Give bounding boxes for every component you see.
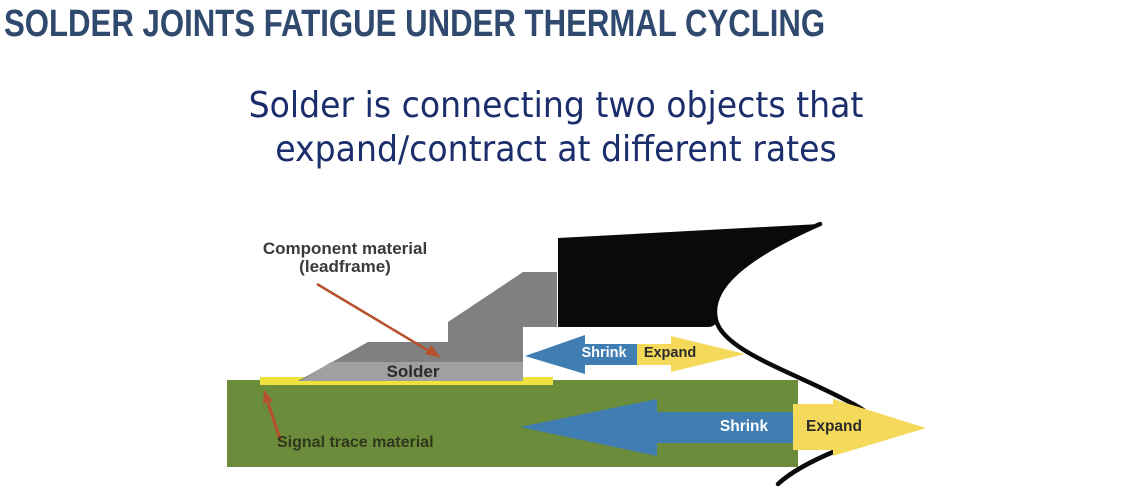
page-title: SOLDER JOINTS FATIGUE UNDER THERMAL CYCL… [4,3,826,45]
lower-expand-label: Expand [806,418,862,435]
component-material-label: Component material (leadframe) [263,240,427,276]
upper-shrink-label: Shrink [581,345,627,361]
lower-expand-arrow-icon [793,399,926,456]
component-material-line-1: Component material [262,239,428,258]
subtitle-line-2: expand/contract at different rates [275,129,837,170]
lower-shrink-label: Shrink [719,418,769,435]
component-body-shape [558,224,820,327]
upper-shrink-arrow-icon [525,335,637,374]
component-material-line-2: (leadframe) [299,257,391,276]
subtitle-line-1: Solder is connecting two objects that [248,85,864,126]
component-callout-arrowhead-icon [425,345,441,358]
signal-trace-callout-arrow [266,402,283,443]
upper-expand-arrow-icon [637,336,745,372]
leadframe-shape [298,272,557,381]
component-callout-arrow [316,282,430,353]
lower-shrink-arrow-icon [520,399,793,456]
s-curve-line [712,221,875,487]
solder-label: Solder [386,362,440,381]
signal-trace-label: Signal trace material [277,434,434,451]
slide-subtitle: Solder is connecting two objects that ex… [249,84,864,172]
signal-trace-callout-arrowhead-icon [263,390,273,404]
upper-expand-label: Expand [643,345,697,361]
solder-shape [301,362,523,381]
